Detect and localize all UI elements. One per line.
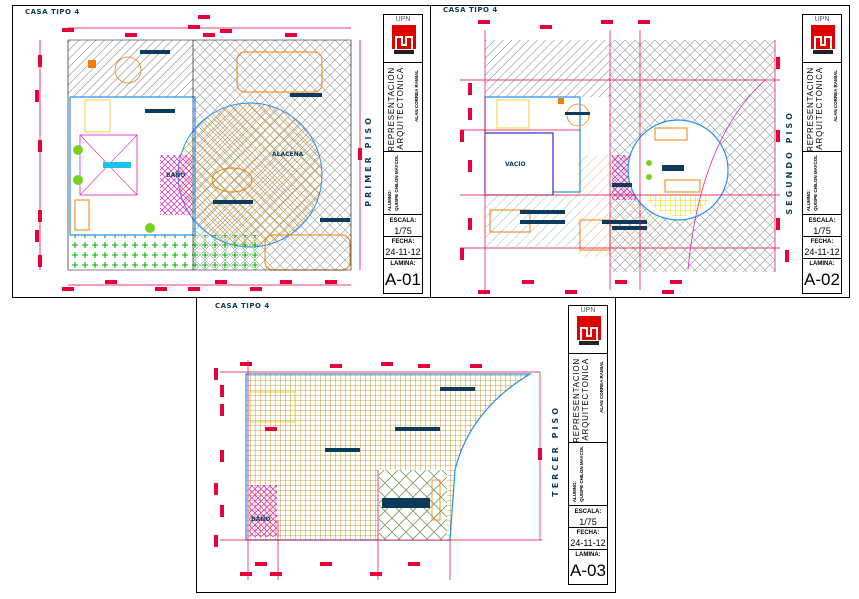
upn-logo: UPN <box>569 306 607 354</box>
date-value: 24-11-12 <box>804 247 840 257</box>
date-value: 24-11-12 <box>385 247 421 257</box>
student-label: ALUMNO: <box>387 190 392 212</box>
sheet-header: CASA TIPO 4 <box>215 302 270 310</box>
floor-plan-segundo-piso <box>460 30 780 290</box>
upn-logo-icon <box>811 25 835 54</box>
subject-line-2: ARQUITECTONICA <box>815 67 824 150</box>
sheet-label: LAMINA: <box>390 261 416 267</box>
scale-label: ESCALA: <box>808 218 836 224</box>
teacher-name: ALAN CORREA RAMIAL <box>414 70 419 122</box>
room-label-bano: BAÑO <box>166 172 186 179</box>
upn-logo-icon <box>577 316 601 345</box>
dimension-marks-sheet-3 <box>214 362 542 576</box>
date-label: FECHA: <box>576 530 600 536</box>
floor-plan-primer-piso <box>39 27 361 286</box>
subject-line-2: ARQUITECTONICA <box>581 358 590 441</box>
sheet-a02 <box>430 5 850 298</box>
date-value: 24-11-12 <box>570 538 606 548</box>
teacher-name: ALAN CORREA RAMIAL <box>599 361 604 413</box>
title-block: UPN REPRESENTACION ARQUITECTONICA ALAN C… <box>383 14 423 294</box>
student-name: QUISPE CHILON MAYCOL <box>394 155 399 211</box>
upn-logo: UPN <box>803 15 841 63</box>
subject-line-1: REPRESENTACION <box>387 67 396 152</box>
student-label: ALUMNO: <box>806 190 811 212</box>
floor-label: PRIMER PISO <box>364 115 373 207</box>
subject-line-1: REPRESENTACION <box>572 358 581 443</box>
scale-label: ESCALA: <box>574 509 602 515</box>
floor-label: TERCER PISO <box>551 405 560 497</box>
room-label-alacena: ALACENA <box>272 151 304 158</box>
subject-line-1: REPRESENTACION <box>806 67 815 152</box>
upn-logo: UPN <box>384 15 422 63</box>
room-label-vacio: VACIO <box>505 161 526 168</box>
scale-value: 1/75 <box>813 226 831 236</box>
date-label: FECHA: <box>810 239 834 245</box>
sheet-number: A-02 <box>804 270 840 289</box>
sheet-header: CASA TIPO 4 <box>25 8 80 16</box>
floor-label: SEGUNDO PISO <box>785 110 794 215</box>
student-name: QUISPE CHILON MAYCOL <box>579 446 584 502</box>
teacher-name: ALAN CORREA RAMIAL <box>833 70 838 122</box>
sheet-a03 <box>196 297 616 593</box>
sheet-number: A-01 <box>385 270 421 289</box>
dimension-marks-sheet-2 <box>460 20 789 294</box>
sheet-label: LAMINA: <box>575 552 601 558</box>
dimension-marks-sheet-1 <box>35 15 362 291</box>
sheet-label: LAMINA: <box>809 261 835 267</box>
student-label: ALUMNO: <box>572 481 577 503</box>
subject-line-2: ARQUITECTONICA <box>396 67 405 150</box>
sheet-header: CASA TIPO 4 <box>443 6 498 14</box>
student-name: QUISPE CHILON MAYCOL <box>813 155 818 211</box>
title-block: UPN REPRESENTACION ARQUITECTONICA ALAN C… <box>802 14 842 294</box>
scale-label: ESCALA: <box>389 218 417 224</box>
upn-logo-icon <box>392 25 416 54</box>
title-block: UPN REPRESENTACION ARQUITECTONICA ALAN C… <box>568 305 608 585</box>
scale-value: 1/75 <box>579 517 597 527</box>
floor-plan-tercer-piso <box>220 360 542 580</box>
scale-value: 1/75 <box>394 226 412 236</box>
room-label-bano: BAÑO <box>251 516 271 523</box>
sheet-number: A-03 <box>570 561 606 580</box>
date-label: FECHA: <box>391 239 415 245</box>
